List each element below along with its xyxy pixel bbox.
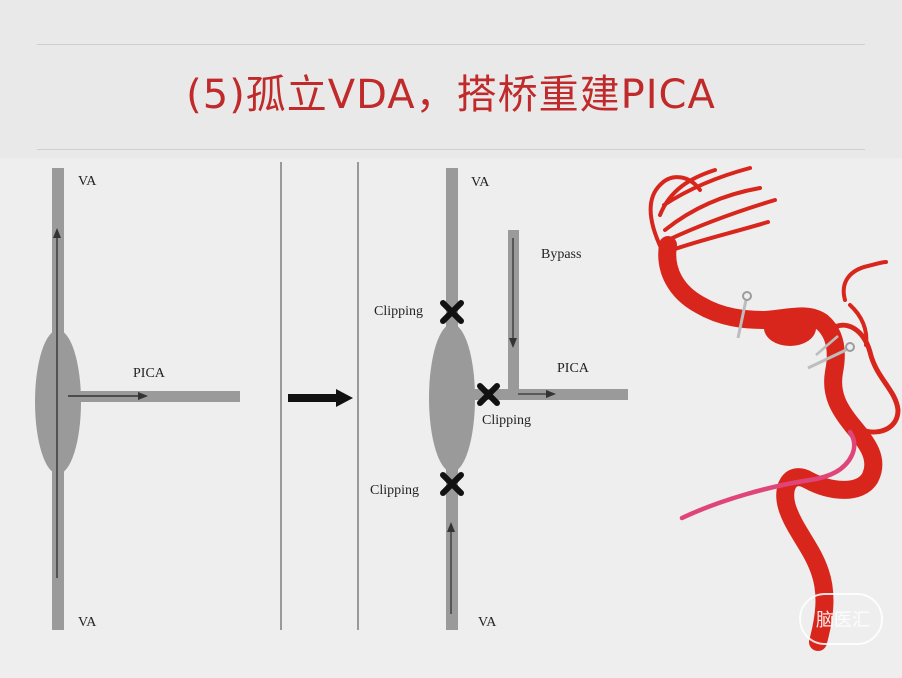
title-band: (5)孤立VDA，搭桥重建PICA: [0, 0, 902, 158]
artery-main-trunk: [658, 236, 883, 651]
aneurysm-clip-1-icon: [736, 291, 752, 339]
clipping-middle-label: Clipping: [482, 413, 531, 428]
right-va-flow-arrowhead: [447, 522, 455, 532]
left-pica-flow-arrowhead: [138, 392, 148, 400]
right-pica-flow-arrowhead: [546, 390, 556, 398]
aneurysm-clip-2-icon: [807, 335, 855, 370]
right-aneurysm-dilation: [429, 324, 475, 472]
left-pica-vessel: [64, 391, 240, 402]
top-divider: [37, 44, 865, 45]
left-va-top-label: VA: [78, 174, 97, 189]
right-va-top-label: VA: [471, 175, 490, 190]
clip-bottom-icon: [440, 472, 464, 496]
left-va-flow-arrowhead: [53, 228, 61, 238]
bypass-flow-arrowhead: [509, 338, 517, 348]
clip-top-icon: [440, 300, 464, 324]
artery-3d-illustration: [648, 166, 901, 651]
right-va-bottom-label: VA: [478, 615, 497, 630]
artery-side-loop: [827, 322, 901, 435]
transition-arrow-icon: [288, 389, 353, 407]
artery-upper-right-branch: [841, 260, 888, 347]
bypass-label: Bypass: [541, 247, 581, 262]
right-pica-label: PICA: [557, 361, 590, 376]
artery-upper-branches: [648, 166, 777, 252]
bottom-divider: [37, 149, 865, 150]
right-schematic: VA Bypass Clipping PICA Clipping Clippin…: [370, 168, 628, 630]
left-schematic: VA PICA VA: [35, 168, 240, 630]
left-pica-label: PICA: [133, 366, 166, 381]
clip-middle-icon: [477, 383, 500, 406]
artery-bypass-graft: [679, 429, 857, 521]
left-aneurysm-dilation: [35, 330, 81, 474]
watermark-text: 脑医汇: [816, 610, 870, 631]
left-va-bottom-label: VA: [78, 615, 97, 630]
watermark-logo: [799, 593, 883, 645]
artery-dissecting-aneurysm: [764, 310, 816, 346]
slide-title: (5)孤立VDA，搭桥重建PICA: [186, 72, 716, 118]
clipping-bottom-label: Clipping: [370, 483, 419, 498]
clipping-top-label: Clipping: [374, 304, 423, 319]
